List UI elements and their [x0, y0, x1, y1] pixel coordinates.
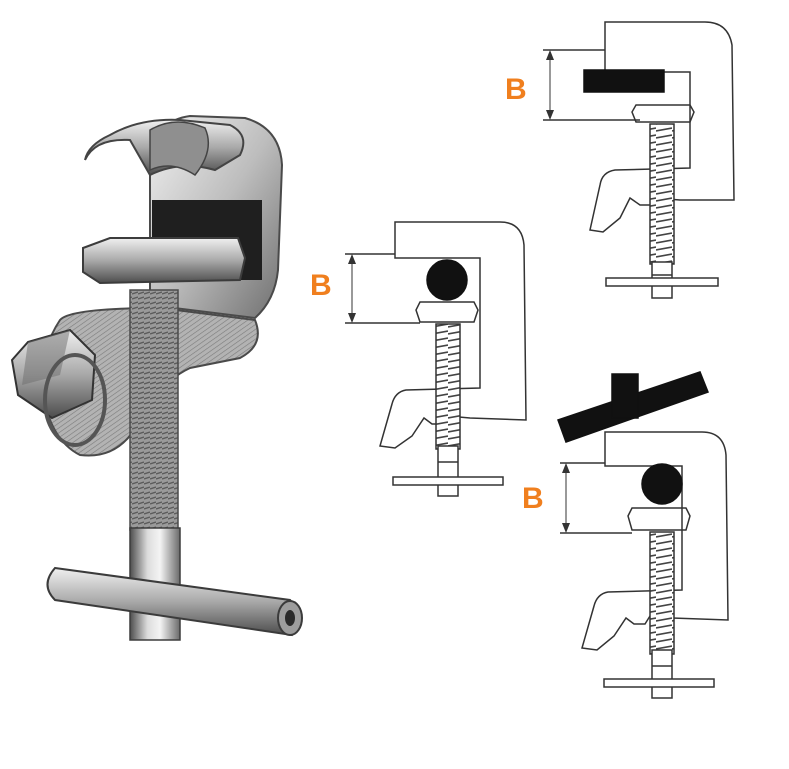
- screw-nut-middle: [437, 445, 459, 497]
- t-handle-bottom: [603, 678, 715, 688]
- clamp-outline-bottom: [581, 431, 729, 651]
- workpiece-rod-middle: [426, 259, 468, 301]
- screw-nut-bottom: [651, 649, 673, 699]
- t-handle-middle: [392, 476, 504, 486]
- screw-spring-bottom: [649, 531, 675, 655]
- clamp-outline-middle: [379, 221, 527, 449]
- clamp-outline-top: [589, 21, 735, 233]
- threaded-screw: [129, 289, 179, 531]
- screw-spring-top: [649, 123, 675, 265]
- diagram-bottom: [557, 371, 729, 699]
- workpiece-rod-bottom: [641, 463, 683, 505]
- pressure-pad-bottom: [627, 507, 691, 531]
- dimension-label-top: B: [505, 73, 527, 106]
- pressure-pad-top: [631, 104, 695, 123]
- t-handle-top: [605, 277, 719, 287]
- screw-spring-middle: [435, 323, 461, 450]
- diagram-middle: [345, 221, 527, 497]
- dimension-label-middle: B: [310, 269, 332, 302]
- pressure-plate: [82, 237, 247, 285]
- dimension-label-bottom: B: [522, 482, 544, 515]
- diagram-top: [543, 21, 735, 299]
- bolt-washer: [43, 353, 107, 447]
- top-bolt: [611, 373, 639, 419]
- product-photo: [10, 114, 303, 641]
- workpiece-flat-bar: [583, 69, 665, 93]
- pressure-pad-middle: [415, 301, 479, 323]
